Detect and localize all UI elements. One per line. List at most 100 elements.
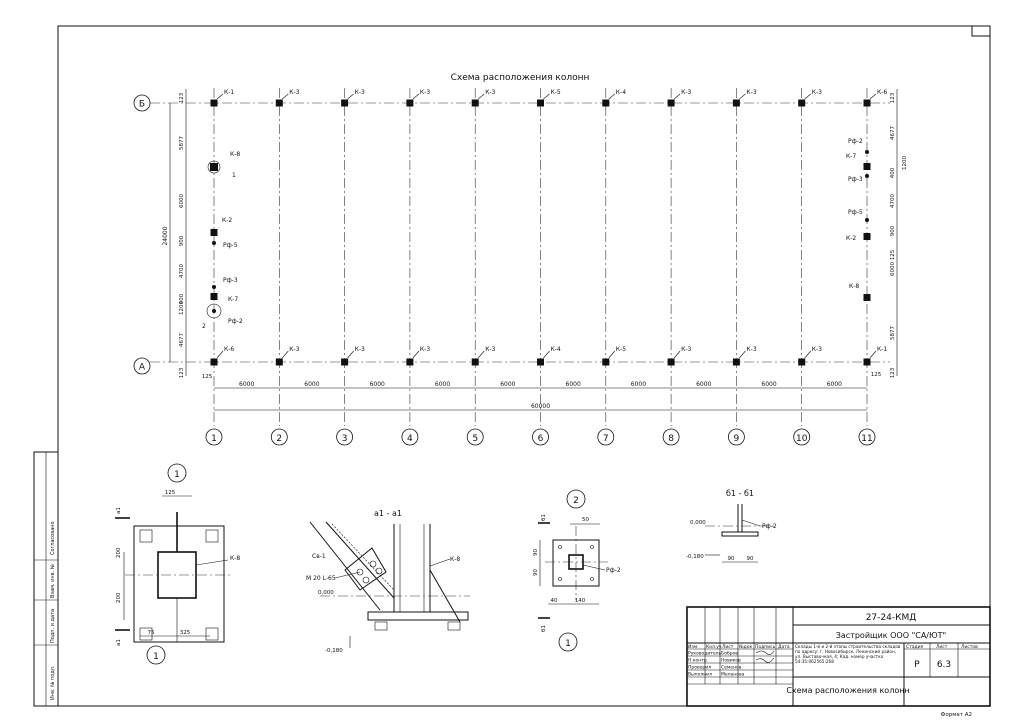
left-dim: 4700	[179, 264, 185, 278]
column-bottom	[732, 358, 740, 366]
column-bottom	[602, 358, 610, 366]
column-mark: К-1	[877, 346, 887, 353]
column-top	[602, 99, 610, 107]
section-mark: а1	[116, 507, 122, 514]
column-top	[406, 99, 414, 107]
title-block: Изм. Кол.уч Лист №док Подпись Дата Руков…	[686, 606, 991, 718]
column-bottom	[798, 358, 806, 366]
stamp-header: Дата	[778, 644, 790, 650]
left-dim: 123	[179, 367, 185, 378]
node-circle-2	[206, 303, 222, 319]
leader	[477, 350, 485, 359]
column-mark: К-3	[485, 346, 495, 353]
signature	[755, 650, 775, 655]
axis-bubble-7	[597, 428, 615, 446]
section-mark: а1	[116, 639, 122, 646]
left-label: Рф-5	[223, 242, 238, 249]
node-2-dim: 40	[551, 598, 558, 604]
node-1-dim: 75	[148, 630, 155, 636]
leader	[412, 350, 420, 359]
axis-bubble-1	[205, 428, 223, 446]
left-label: Рф-3	[223, 277, 238, 284]
axis-number: 2	[276, 434, 282, 444]
left-label: Рф-2	[228, 318, 243, 325]
section-a1: а1 - а1 0,000 -0,180 Св-1 М 20 L-65 К-8	[306, 509, 470, 654]
column-mark: К-6	[877, 89, 887, 96]
node-2-dim: 50	[582, 517, 589, 523]
axis-bubble-5	[466, 428, 484, 446]
axis-bubble-3	[336, 428, 354, 446]
detail-node-2: 2 50 90 90 40 140 Рф-2 б1 б1 1	[533, 489, 621, 652]
node-2-dim: 90	[533, 549, 539, 556]
column-mark: К-3	[812, 89, 822, 96]
axis-number: 9	[734, 434, 740, 444]
node-2-mark: 2	[573, 496, 579, 506]
stamp-sheet-header: Лист	[936, 644, 948, 650]
node-2-label: Рф-2	[606, 567, 621, 574]
leader	[739, 93, 746, 100]
leader	[608, 350, 616, 359]
column-mark: К-5	[551, 89, 561, 96]
leader	[478, 93, 485, 100]
column-bottom	[341, 358, 349, 366]
column-mark: К-3	[289, 346, 299, 353]
section-b1-dim: 90	[728, 556, 735, 562]
left-label: К-8	[230, 151, 240, 158]
axis-number: 7	[603, 434, 609, 444]
column-plan: Схема расположения колонн БАК-1К-61К-3К-…	[133, 73, 908, 446]
left-label: 1	[232, 172, 236, 179]
stamp-role: Н.контр.	[688, 658, 708, 664]
section-b1: б1 - б1 0,000 -0,180 Рф-2 90 90	[686, 489, 777, 563]
axis-bubble-10	[793, 428, 811, 446]
right-label: К-8	[849, 283, 859, 290]
side-stamp-cell: Взам. инв. №	[50, 563, 56, 598]
level-mark: 0,000	[318, 590, 334, 596]
column-top	[471, 99, 479, 107]
stamp-name: Бобров	[721, 651, 738, 657]
stamp-header: №док	[739, 644, 753, 650]
leader	[347, 93, 354, 100]
left-dim: 5877	[179, 136, 185, 150]
column-top	[667, 99, 675, 107]
span-dim: 6000	[696, 381, 711, 388]
column-mark: К-3	[812, 346, 822, 353]
leader	[673, 350, 681, 359]
leader	[216, 350, 224, 359]
leader	[804, 93, 811, 100]
column-mark: К-1	[224, 89, 234, 96]
leader	[869, 93, 877, 100]
leader	[347, 350, 354, 359]
node-1-dim: 325	[180, 630, 191, 636]
column-bottom	[406, 358, 414, 366]
section-a1-label: К-8	[450, 556, 460, 563]
level-mark: 0,000	[690, 520, 706, 526]
rf5	[212, 241, 216, 245]
span-dim: 6000	[631, 381, 646, 388]
column-top	[537, 99, 544, 107]
axis-bubble-6	[532, 428, 549, 446]
node-2-dim: 140	[575, 598, 586, 604]
column-bottom	[210, 358, 218, 366]
axis-bubble-8	[662, 428, 680, 446]
column-mark: К-3	[355, 89, 365, 96]
left-label: К-2	[222, 217, 232, 224]
stamp-name: Семенов	[721, 665, 742, 671]
leader	[412, 93, 420, 100]
column-mark: К-3	[746, 346, 756, 353]
column-k8	[210, 163, 218, 171]
rf5-right	[865, 218, 869, 222]
right-dim: 125	[890, 249, 896, 260]
leader	[543, 93, 550, 100]
stamp-format: Формат А2	[941, 712, 972, 718]
column-top	[210, 99, 218, 107]
column-mark: К-3	[289, 89, 299, 96]
section-b1-title: б1 - б1	[726, 489, 754, 498]
right-dim: 6000	[890, 262, 896, 276]
column-k2	[210, 229, 218, 236]
axis-bubble-11	[858, 428, 876, 446]
rf3-right	[865, 174, 869, 178]
stamp-header: Кол.уч	[706, 644, 722, 650]
right-dim: 4700	[890, 194, 896, 208]
column-mark: К-4	[551, 346, 561, 353]
